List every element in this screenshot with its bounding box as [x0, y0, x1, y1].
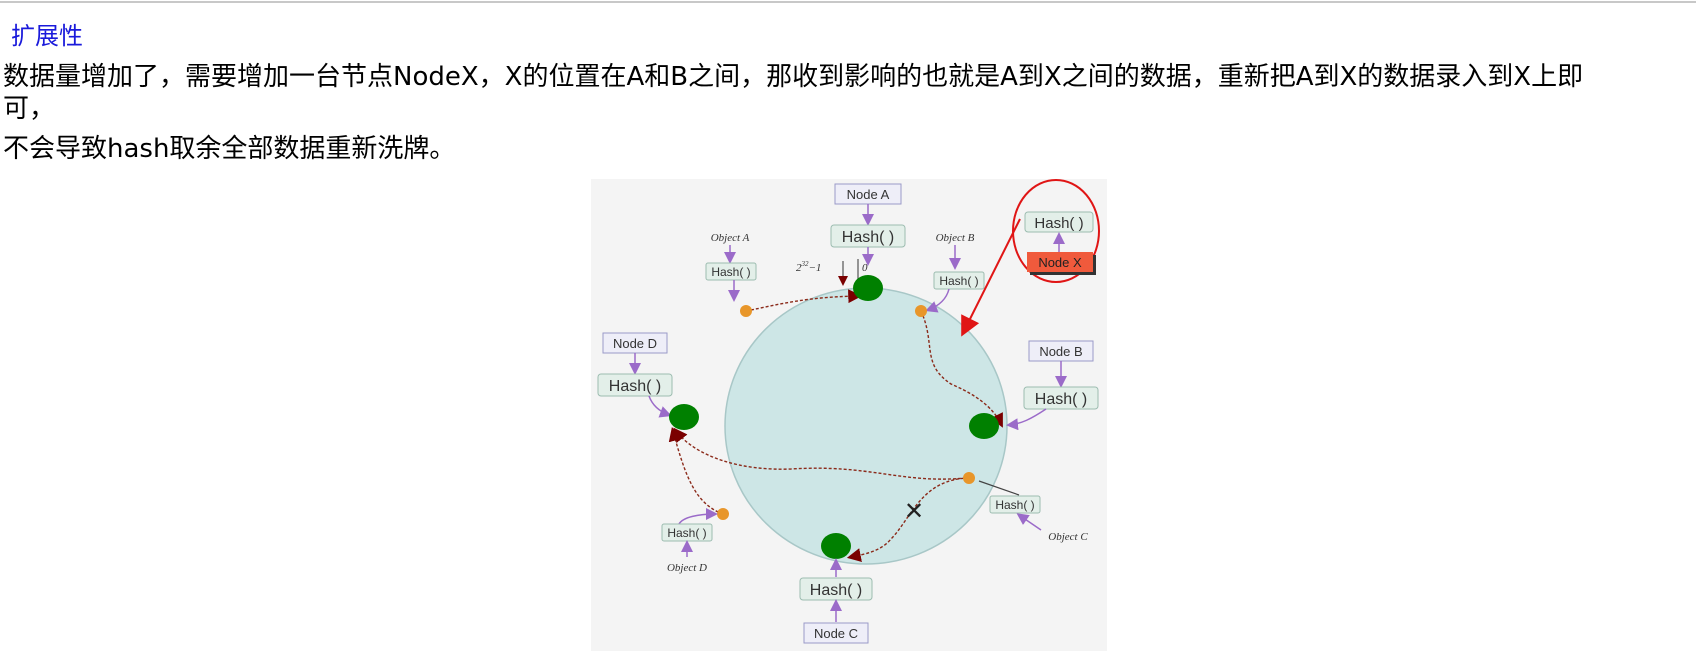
- path-object-c: [673, 427, 967, 480]
- object-c-label: Object C: [1048, 531, 1088, 543]
- node-x-box: [1027, 252, 1093, 272]
- node-c-box: [803, 622, 869, 644]
- path-object-b: [920, 310, 1003, 428]
- path-object-d: [668, 426, 724, 515]
- object-c-hash-arrow: [978, 480, 1020, 496]
- node-b-label: Node B: [1039, 344, 1082, 359]
- node-a-point: [853, 275, 883, 301]
- object-b-hash-arrow: [925, 288, 950, 313]
- node-x-insert-arrow: [961, 218, 1021, 337]
- object-a-point: [740, 305, 752, 317]
- path-object-a: [745, 289, 863, 312]
- object-d-hash-arrow: [678, 508, 718, 525]
- cross-mark: ✕: [904, 498, 924, 525]
- consistent-hashing-diagram: 232−1 0 Node A Hash( ) Object A Hash( ) …: [591, 179, 1107, 651]
- object-d-label: Object D: [667, 562, 707, 574]
- object-c-hash-label: Hash( ): [995, 498, 1034, 512]
- section-heading: 扩展性: [11, 22, 83, 50]
- paragraph-line-2: 可，: [3, 94, 56, 124]
- object-c-point: [963, 472, 975, 484]
- node-b-hash-label: Hash( ): [1035, 391, 1087, 408]
- object-b-label: Object B: [936, 232, 975, 244]
- object-a-hash-label: Hash( ): [711, 265, 750, 279]
- node-a-label: Node A: [847, 187, 890, 202]
- node-x-label: Node X: [1038, 255, 1082, 270]
- ring-zero-label: 0: [862, 262, 868, 274]
- object-c-arrow: [1016, 513, 1042, 531]
- node-b-hash-arrow: [1006, 408, 1047, 431]
- node-c-label: Node C: [814, 626, 858, 641]
- object-a-hash-box: [705, 262, 757, 281]
- ring-origin-arrow: [838, 276, 848, 286]
- object-b-hash-label: Hash( ): [939, 274, 978, 288]
- ring-max-label: 232−1: [796, 260, 821, 274]
- node-c-hash-label: Hash( ): [810, 582, 862, 599]
- node-b-point: [969, 413, 999, 439]
- object-b-hash-box: [933, 271, 985, 290]
- node-d-hash-arrow: [648, 395, 672, 418]
- object-c-hash-box: [989, 495, 1041, 514]
- path-object-c-to-node-c: [846, 477, 970, 562]
- object-a-label: Object A: [711, 232, 750, 244]
- node-d-hash-label: Hash( ): [609, 378, 661, 395]
- node-d-hash-box: [597, 373, 673, 397]
- object-d-hash-label: Hash( ): [667, 526, 706, 540]
- node-c-point: [821, 533, 851, 559]
- paragraph-line-1: 数据量增加了，需要增加一台节点NodeX，X的位置在A和B之间，那收到影响的也就…: [3, 62, 1584, 92]
- object-d-point: [717, 508, 729, 520]
- paragraph-line-3: 不会导致hash取余全部数据重新洗牌。: [3, 134, 456, 164]
- node-d-point: [669, 404, 699, 430]
- node-d-label: Node D: [613, 336, 657, 351]
- node-x-hash-label: Hash( ): [1034, 215, 1083, 232]
- object-b-point: [915, 305, 927, 317]
- top-divider: [0, 1, 1696, 3]
- node-b-hash-box: [1023, 386, 1099, 410]
- node-a-hash-label: Hash( ): [842, 229, 894, 246]
